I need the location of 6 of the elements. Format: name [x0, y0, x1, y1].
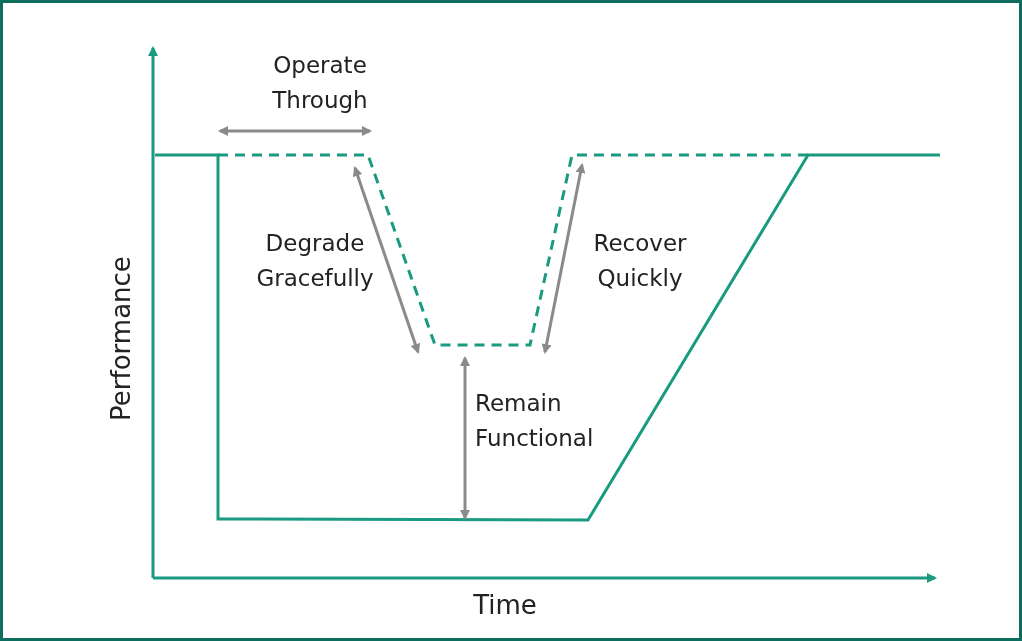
annotation-label: Degrade Gracefully: [255, 229, 375, 293]
axis-label: Performance: [104, 255, 137, 423]
annotation-label: Recover Quickly: [592, 229, 688, 293]
annotation-label: Operate Through: [271, 51, 369, 115]
axis-label: Time: [472, 589, 538, 622]
annotation-label: Remain Functional: [475, 389, 595, 453]
